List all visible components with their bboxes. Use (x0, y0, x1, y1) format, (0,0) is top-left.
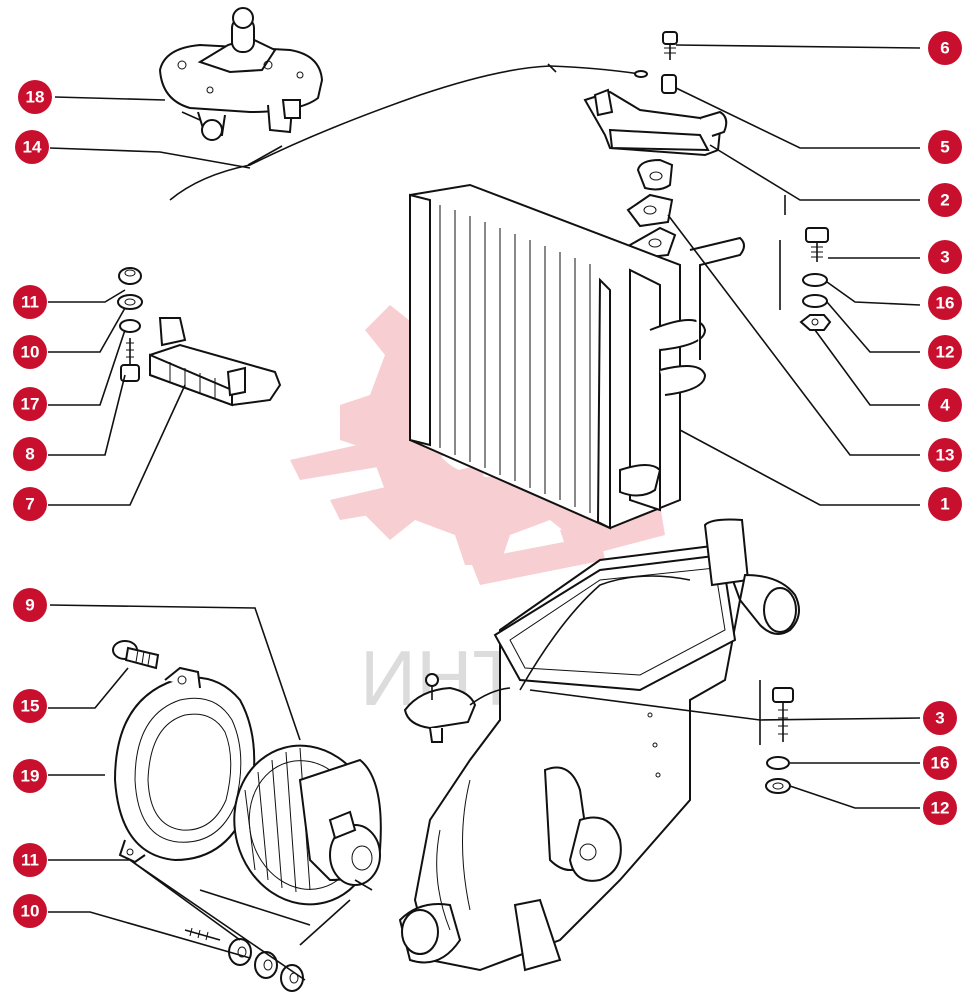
callout-8: 8 (13, 437, 47, 471)
callout-19: 19 (13, 759, 47, 793)
callout-12-upper: 12 (928, 335, 962, 369)
callout-label: 15 (21, 697, 40, 716)
callout-label: 19 (21, 767, 40, 786)
callout-9: 9 (13, 588, 47, 622)
part-gaskets (626, 158, 677, 260)
callout-label: 3 (940, 248, 949, 267)
leader-lines (48, 44, 921, 981)
part-blower-fan (233, 744, 382, 906)
part-mounting-bracket (149, 317, 282, 407)
callout-5: 5 (928, 130, 962, 164)
callout-badges: 6 18 14 5 2 3 16 11 12 10 17 4 8 13 7 1 … (13, 31, 962, 928)
callout-label: 12 (936, 343, 955, 362)
callout-6: 6 (928, 31, 962, 65)
callout-10-upper: 10 (13, 335, 47, 369)
callout-label: 6 (940, 39, 949, 58)
callout-10-lower: 10 (13, 894, 47, 928)
callout-16-lower: 16 (923, 746, 957, 780)
part-screw-6 (662, 31, 678, 60)
callout-11-upper: 11 (13, 285, 47, 319)
callout-label: 11 (21, 293, 39, 312)
part-heater-core (409, 183, 745, 530)
part-fan-shroud (113, 666, 256, 864)
callout-14: 14 (15, 130, 49, 164)
part-valve-bracket (583, 74, 728, 157)
callout-label: 2 (940, 191, 949, 210)
callout-7: 7 (13, 487, 47, 521)
callout-label: 10 (21, 902, 40, 921)
part-control-switch (158, 7, 324, 141)
callout-label: 18 (26, 88, 45, 107)
callout-11-lower: 11 (13, 843, 47, 877)
part-fasteners-lower (765, 687, 794, 794)
part-fasteners-left (117, 267, 143, 382)
callout-label: 4 (940, 396, 950, 415)
part-fasteners-bottom (184, 927, 304, 992)
callout-label: 11 (21, 851, 39, 870)
callout-17: 17 (13, 387, 47, 421)
part-control-cable (169, 63, 648, 201)
callout-label: 16 (931, 754, 950, 773)
callout-label: 5 (940, 138, 949, 157)
part-fasteners-upper (799, 227, 832, 331)
callout-3-lower: 3 (923, 701, 957, 735)
callout-label: 3 (935, 709, 944, 728)
callout-label: 13 (936, 446, 955, 465)
callout-1: 1 (928, 487, 962, 521)
callout-15: 15 (13, 689, 47, 723)
callout-label: 17 (21, 395, 40, 414)
callout-13: 13 (928, 438, 962, 472)
callout-16-upper: 16 (928, 286, 962, 320)
callout-label: 8 (25, 445, 34, 464)
callout-label: 7 (25, 495, 34, 514)
callout-2: 2 (928, 183, 962, 217)
callout-18: 18 (18, 80, 52, 114)
callout-3-upper: 3 (928, 240, 962, 274)
callout-label: 9 (25, 596, 34, 615)
callout-label: 10 (21, 343, 40, 362)
callout-label: 14 (23, 138, 42, 157)
callout-label: 16 (936, 294, 955, 313)
part-small-valve (403, 673, 511, 743)
part-heater-housing (398, 518, 800, 972)
callout-label: 1 (940, 495, 949, 514)
callout-label: 12 (931, 799, 950, 818)
part-bolt-15 (112, 640, 160, 670)
callout-4: 4 (928, 388, 962, 422)
callout-12-lower: 12 (923, 791, 957, 825)
